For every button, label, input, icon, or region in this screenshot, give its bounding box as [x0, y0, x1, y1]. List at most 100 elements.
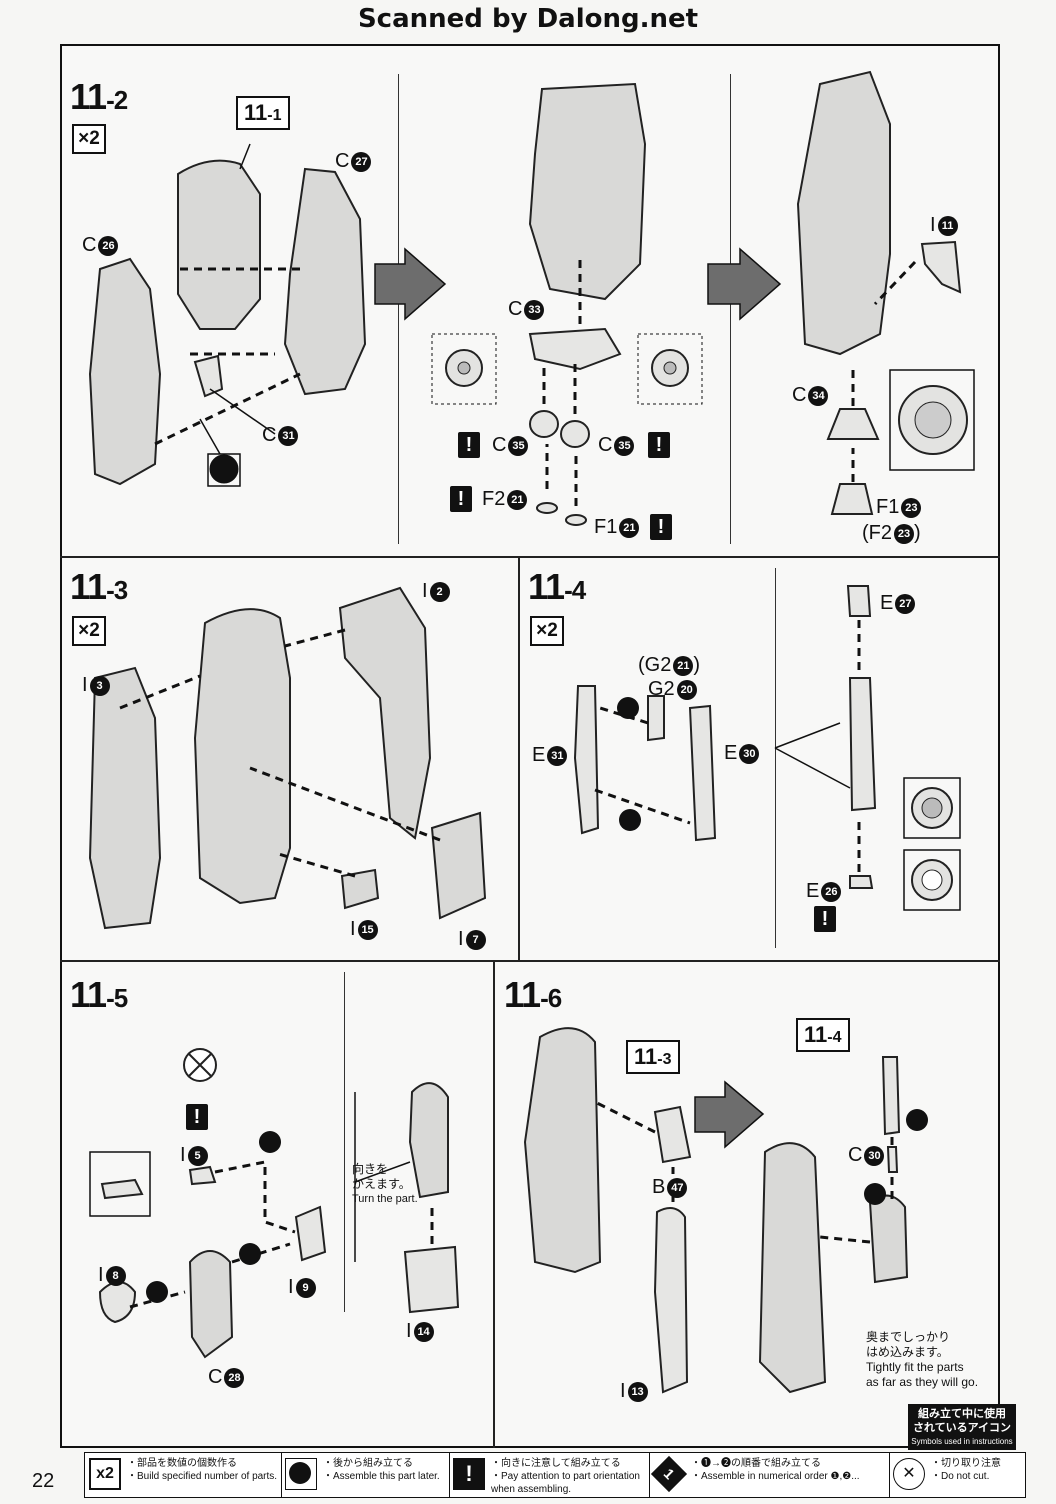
- pin-c31-part: [193, 354, 224, 398]
- part-i14: [403, 1245, 460, 1314]
- multiplier-icon: x2: [89, 1458, 121, 1490]
- step-11-2-drawing: [88, 70, 975, 526]
- part-g2-20: [647, 695, 665, 742]
- thigh-armor-assembly: [193, 608, 291, 905]
- scan-credit: Scanned by Dalong.net: [357, 4, 699, 34]
- multiplier-badge: ×2: [72, 124, 106, 154]
- assembly-arrow: [819, 1235, 871, 1244]
- part-i8: [98, 1281, 137, 1324]
- part-i7: [430, 811, 487, 920]
- part-i13: [653, 1207, 689, 1394]
- part-i5: [188, 1165, 217, 1186]
- sub-divider-b: [730, 74, 731, 544]
- step-11-3-drawing: [88, 586, 487, 930]
- sub-divider-c: [775, 568, 776, 948]
- part-e31: [573, 685, 600, 835]
- assembly-arrow: [119, 674, 201, 710]
- part-f2-21: [536, 502, 558, 514]
- assembly-arrow: [214, 1160, 296, 1234]
- part-c30: [886, 1146, 899, 1173]
- part-f1-21: [565, 514, 587, 526]
- assembly-arrow: [231, 1242, 291, 1264]
- step-11-4-drawing: [573, 585, 961, 911]
- next-stage-arrow: [374, 247, 447, 321]
- step-11-2-title: 11-2: [70, 76, 128, 117]
- orientation-warning-icon: !: [814, 906, 836, 932]
- part-i3: [88, 666, 162, 930]
- col-divider-11-5-11-6: [493, 960, 495, 1448]
- frame-c26-part: [88, 257, 162, 486]
- part-e27: [846, 585, 872, 617]
- assembly-arrow: [594, 788, 691, 825]
- knee-joint-part: [868, 1194, 909, 1284]
- part-b47: [653, 1105, 692, 1164]
- col-divider-11-3-11-4: [518, 556, 520, 962]
- next-stage-arrow: [707, 247, 782, 321]
- step-ref-11-4: 11-4: [796, 1018, 850, 1052]
- assemble-later-icon: [285, 1458, 317, 1490]
- part-e30-assembled: [848, 677, 877, 812]
- orientation-warning-icon: !: [450, 486, 472, 512]
- part-e30: [688, 704, 717, 842]
- cut-icon: ✕: [893, 1458, 925, 1490]
- row-divider-1: [60, 556, 1000, 558]
- assembly-arrow: [873, 260, 917, 306]
- part-c33: [528, 327, 622, 371]
- step-11-4-title: 11-4: [528, 566, 586, 607]
- page-number: 22: [32, 1470, 55, 1492]
- legend-multiplier: x2 ・部品を数値の個数作る・Build specified number of…: [85, 1453, 282, 1497]
- orientation-warning-icon: !: [648, 432, 670, 458]
- fit-parts-note: 奥までしっかり はめ込みます。 Tightly fit the parts as…: [866, 1330, 979, 1389]
- part-e26: [849, 875, 874, 889]
- armor-shell-part: [177, 159, 261, 330]
- part-c34: [826, 408, 880, 440]
- step-ref-11-1: 11-1: [236, 96, 290, 130]
- upper-body-thigh-part: [758, 1142, 827, 1394]
- part-f1-23: [830, 483, 874, 515]
- orientation-warning-icon: !: [650, 514, 672, 540]
- assembly-arrow: [249, 766, 441, 842]
- step-ref-11-3: 11-3: [626, 1040, 680, 1074]
- step-11-3-title: 11-3: [70, 566, 128, 607]
- sub-divider-d: [344, 972, 345, 1312]
- legend-numerical-order: 1 ・❶→❷の順番で組み立てる・Assemble in numerical or…: [649, 1453, 890, 1497]
- multiplier-badge: ×2: [72, 616, 106, 646]
- orientation-warning-icon: !: [458, 432, 480, 458]
- assembly-arrow: [274, 851, 356, 878]
- assembly-arrow: [284, 628, 346, 648]
- footer-legend: x2 ・部品を数値の個数作る・Build specified number of…: [84, 1452, 1026, 1498]
- upper-arm-assembly-part: [796, 70, 891, 356]
- sub-divider-a: [398, 74, 399, 544]
- icon-legend-title: 組み立て中に使用 されているアイコン Symbols used in instr…: [908, 1404, 1016, 1450]
- row-divider-2: [60, 960, 1000, 962]
- part-i9: [294, 1205, 327, 1262]
- step-11-6-title: 11-6: [504, 974, 562, 1015]
- part-c28: [188, 1250, 234, 1359]
- part-i11: [920, 240, 962, 294]
- part-11-4-shaft: [881, 1056, 901, 1136]
